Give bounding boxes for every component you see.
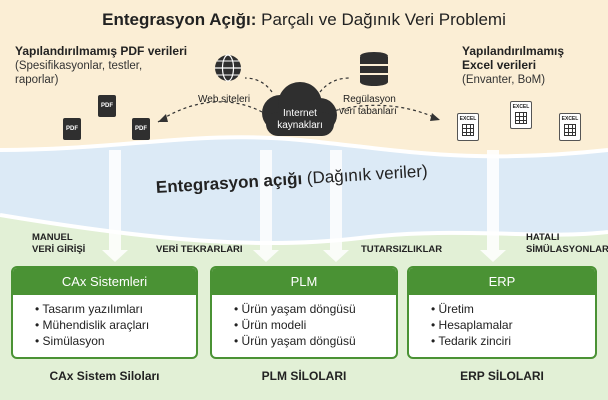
list-item: Üretim [431, 301, 595, 317]
plm-silo-label: PLM SİLOLARI [261, 369, 347, 383]
globe-icon [215, 54, 241, 82]
excel-file-icon: EXCEL [559, 113, 581, 141]
box-item-list: Üretim Hesaplamalar Tedarik zinciri [409, 301, 595, 349]
web-sites-label: Web siteleri [198, 94, 251, 105]
plm-box: PLM Ürün yaşam döngüsü Ürün modeli Ürün … [210, 266, 398, 359]
excel-icon-label: EXCEL [561, 116, 579, 122]
erp-box: ERP Üretim Hesaplamalar Tedarik zinciri [407, 266, 597, 359]
erp-silo-label: ERP SİLOLARI [460, 369, 544, 383]
pdf-source-heading: Yapılandırılmamış PDF verileri [15, 44, 188, 58]
data-repeat-label: VERİ TEKRARLARI [156, 244, 243, 255]
excel-source-heading2: Excel verileri [462, 58, 537, 72]
cax-silo-label: CAx Sistem Siloları [49, 369, 160, 383]
regulation-label-2: veri tabanları [339, 106, 397, 117]
list-item: Ürün yaşam döngüsü [234, 301, 396, 317]
list-item: Tedarik zinciri [431, 333, 595, 349]
excel-source-heading1: Yapılandırılmamış [462, 44, 565, 58]
excel-icon-label: EXCEL [459, 116, 477, 122]
faulty-sim-label-2: SİMÜLASYONLAR [526, 244, 608, 255]
regulation-label-1: Regülasyon [343, 94, 396, 105]
internet-label-1: Internet [283, 108, 317, 119]
box-item-list: Ürün yaşam döngüsü Ürün modeli Ürün yaşa… [212, 301, 396, 349]
database-icon [360, 52, 388, 86]
title-rest: Parçalı ve Dağınık Veri Problemi [256, 10, 506, 29]
list-item: Simülasyon [35, 333, 196, 349]
box-title: CAx Sistemleri [13, 268, 196, 295]
list-item: Hesaplamalar [431, 317, 595, 333]
page-title: Entegrasyon Açığı: Parçalı ve Dağınık Ve… [0, 10, 608, 30]
manual-entry-label-1: MANUEL [32, 232, 73, 243]
pdf-file-icon: PDF [63, 118, 81, 140]
title-bold: Entegrasyon Açığı: [102, 10, 257, 29]
list-item: Ürün modeli [234, 317, 396, 333]
box-title: PLM [212, 268, 396, 295]
list-item: Tasarım yazılımları [35, 301, 196, 317]
excel-file-icon: EXCEL [510, 101, 532, 129]
box-title: ERP [409, 268, 595, 295]
pdf-source-line1: (Spesifikasyonlar, testler, [15, 60, 143, 72]
excel-file-icon: EXCEL [457, 113, 479, 141]
internet-label-2: kaynakları [277, 120, 323, 131]
excel-source-sub: (Envanter, BoM) [462, 74, 546, 86]
manual-entry-label-2: VERİ GİRİŞİ [32, 244, 86, 255]
pdf-source-line2: raporlar) [15, 74, 59, 86]
pdf-file-icon: PDF [132, 118, 150, 140]
faulty-sim-label-1: HATALI [526, 232, 560, 243]
excel-icon-label: EXCEL [512, 104, 530, 110]
cax-systems-box: CAx Sistemleri Tasarım yazılımları Mühen… [11, 266, 198, 359]
cloud-icon [262, 82, 337, 136]
list-item: Mühendislik araçları [35, 317, 196, 333]
box-item-list: Tasarım yazılımları Mühendislik araçları… [13, 301, 196, 349]
pdf-file-icon: PDF [98, 95, 116, 117]
inconsistency-label: TUTARSIZLIKLAR [361, 244, 443, 255]
list-item: Ürün yaşam döngüsü [234, 333, 396, 349]
